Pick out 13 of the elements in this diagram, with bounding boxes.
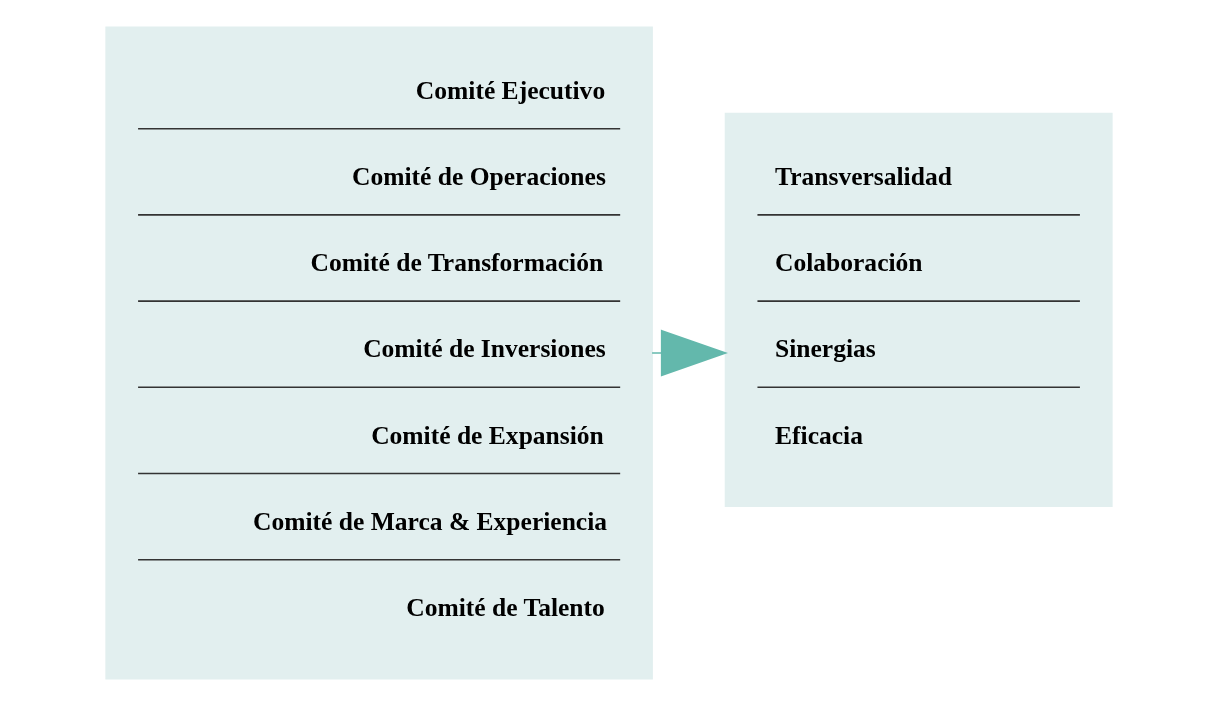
node-text: Eficacia — [774, 420, 863, 450]
node-text: Comité de Operaciones — [351, 162, 606, 192]
node-text: Comité Ejecutivo — [415, 75, 605, 105]
node-text: Comité de Expansión — [370, 420, 604, 450]
node-text: Comité de Talento — [405, 593, 605, 623]
cluster — [724, 112, 1113, 508]
node-text: Sinergias — [774, 334, 876, 364]
node-text: Transversalidad — [774, 162, 952, 192]
node-text: Colaboración — [774, 248, 923, 278]
cluster — [104, 26, 653, 680]
node-text: Comité de Transformación — [309, 248, 603, 278]
node-text: Comité de Marca & Experiencia — [252, 506, 607, 536]
node-text: Comité de Inversiones — [362, 334, 606, 364]
